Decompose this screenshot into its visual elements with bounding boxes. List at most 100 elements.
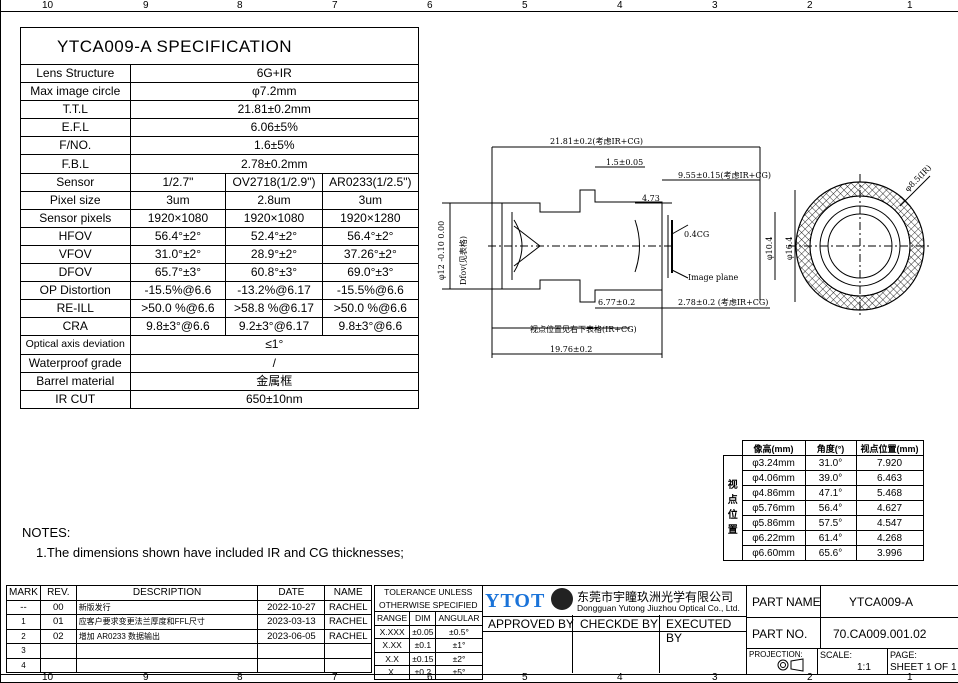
approved-by-label: APPROVED BY bbox=[488, 617, 575, 631]
spec-label: CRA bbox=[20, 317, 131, 337]
dim-6-77: 6.77±0.2 bbox=[598, 298, 635, 307]
viewpoint-header: 像高(mm) bbox=[741, 440, 806, 456]
revision-cell bbox=[257, 643, 326, 659]
dim-phi16-4: φ16.4 bbox=[785, 237, 794, 260]
zone-label: 8 bbox=[237, 0, 243, 11]
spec-value: 31.0°±2° bbox=[129, 244, 227, 265]
spec-value: ≤1° bbox=[129, 335, 419, 355]
label-image-plane: Image plane bbox=[688, 273, 739, 282]
spec-value: 金属框 bbox=[129, 371, 419, 391]
spec-label: Waterproof grade bbox=[20, 353, 131, 373]
spec-value: -15.5%@6.6 bbox=[321, 281, 420, 301]
projection-symbol-icon bbox=[777, 658, 804, 672]
projection-label: PROJECTION: bbox=[749, 650, 803, 659]
spec-value: φ7.2mm bbox=[129, 82, 419, 102]
dim-19-76: 19.76±0.2 bbox=[550, 345, 592, 354]
spec-value: OV2718(1/2.9") bbox=[225, 172, 323, 192]
revision-cell bbox=[75, 657, 259, 673]
tolerance-cell: ±5° bbox=[435, 665, 483, 680]
viewpoint-cell: 4.627 bbox=[855, 500, 924, 516]
revision-mark: 4 bbox=[6, 657, 41, 673]
spec-value: 52.4°±2° bbox=[225, 226, 323, 246]
checked-by-label: CHECKDE BY bbox=[580, 617, 659, 631]
tolerance-cell: X. bbox=[373, 665, 411, 680]
zone-label: 10 bbox=[42, 672, 54, 683]
lens-drawing: 21.81±0.2(考虑IR+CG) 1.5±0.05 9.55±0.15(考虑… bbox=[437, 136, 933, 358]
tolerance-table: TOLERANCE UNLESS OTHERWISE SPECIFIED RAN… bbox=[373, 585, 483, 680]
viewpoint-cell: 3.996 bbox=[855, 545, 924, 561]
revision-mark: 2 bbox=[6, 628, 41, 644]
scale-value: 1:1 bbox=[857, 662, 871, 673]
zone-label: 9 bbox=[143, 0, 149, 11]
zone-label: 1 bbox=[907, 672, 913, 683]
company-block: YTOT 东莞市宇瞳玖洲光学有限公司 Dongguan Yutong Jiuzh… bbox=[482, 585, 747, 617]
revision-cell: RACHEL bbox=[324, 599, 372, 615]
viewpoint-cell: 61.4° bbox=[804, 530, 857, 546]
part-no-label: PART NO. bbox=[752, 627, 808, 641]
revision-row: 4 bbox=[6, 657, 372, 673]
tolerance-cell: X.XXX bbox=[373, 624, 411, 639]
company-logo-mark bbox=[551, 588, 573, 610]
viewpoint-cell: 6.463 bbox=[855, 470, 924, 486]
spec-label: F/NO. bbox=[20, 136, 131, 156]
spec-value: 2.78±0.2mm bbox=[129, 154, 419, 174]
spec-label: T.T.L bbox=[20, 100, 131, 120]
spec-value: 6.06±5% bbox=[129, 118, 419, 138]
revision-mark: -- bbox=[6, 599, 41, 615]
revision-cell: 增加 AR0233 数据输出 bbox=[75, 628, 259, 644]
spec-row: F/NO.1.6±5% bbox=[20, 136, 419, 156]
tolerance-cell: ±2° bbox=[435, 651, 483, 666]
spec-value: 65.7°±3° bbox=[129, 263, 227, 283]
dim-dfov: Dfov(见表格) bbox=[458, 236, 468, 285]
viewpoint-cell: 65.6° bbox=[804, 545, 857, 561]
revision-cell bbox=[324, 643, 372, 659]
revision-header: DATE bbox=[257, 585, 326, 601]
revision-cell: 02 bbox=[39, 628, 77, 644]
revision-header: NAME bbox=[324, 585, 372, 601]
spec-value: AR0233(1/2.5") bbox=[321, 172, 420, 192]
spec-label: Sensor pixels bbox=[20, 208, 131, 228]
zone-label: 4 bbox=[617, 672, 623, 683]
part-name-label: PART NAME bbox=[752, 595, 821, 609]
spec-row: RE-ILL>50.0 %@6.6>58.8 %@6.17>50.0 %@6.6 bbox=[20, 299, 420, 319]
viewpoint-side-char: 点 bbox=[727, 495, 738, 506]
zone-label: 5 bbox=[522, 672, 528, 683]
revision-cell: 2023-06-05 bbox=[257, 628, 326, 644]
tolerance-cell: ±0.15 bbox=[409, 651, 437, 666]
dim-phi10-4: φ10.4 bbox=[765, 237, 774, 260]
revision-cell bbox=[39, 643, 77, 659]
spec-value: >50.0 %@6.6 bbox=[129, 299, 227, 319]
viewpoint-cell: φ4.06mm bbox=[741, 470, 806, 486]
revision-cell bbox=[75, 643, 259, 659]
title-block: PART NAME YTCA009-A PART NO. 70.CA009.00… bbox=[746, 585, 958, 675]
revision-header: MARK bbox=[6, 585, 41, 601]
tolerance-header: DIM bbox=[409, 611, 437, 626]
dim-phi8-5: φ8.5(IR) bbox=[903, 163, 933, 193]
tolerance-cell: ±0.1 bbox=[409, 638, 437, 653]
viewpoint-cell: φ5.86mm bbox=[741, 515, 806, 531]
zone-label: 6 bbox=[427, 0, 433, 11]
viewpoint-cell: φ6.22mm bbox=[741, 530, 806, 546]
viewpoint-side-label: 视点位置 bbox=[723, 455, 743, 561]
viewpoint-cell: φ3.24mm bbox=[741, 455, 806, 471]
revision-cell: 2023-03-13 bbox=[257, 614, 326, 630]
spec-value: >50.0 %@6.6 bbox=[321, 299, 420, 319]
company-name-cn: 东莞市宇瞳玖洲光学有限公司 bbox=[577, 590, 734, 604]
scale-label: SCALE: bbox=[820, 650, 853, 660]
spec-value: 56.4°±2° bbox=[129, 226, 227, 246]
page-value: SHEET 1 OF 1 bbox=[890, 662, 957, 673]
zone-label: 3 bbox=[712, 0, 718, 11]
